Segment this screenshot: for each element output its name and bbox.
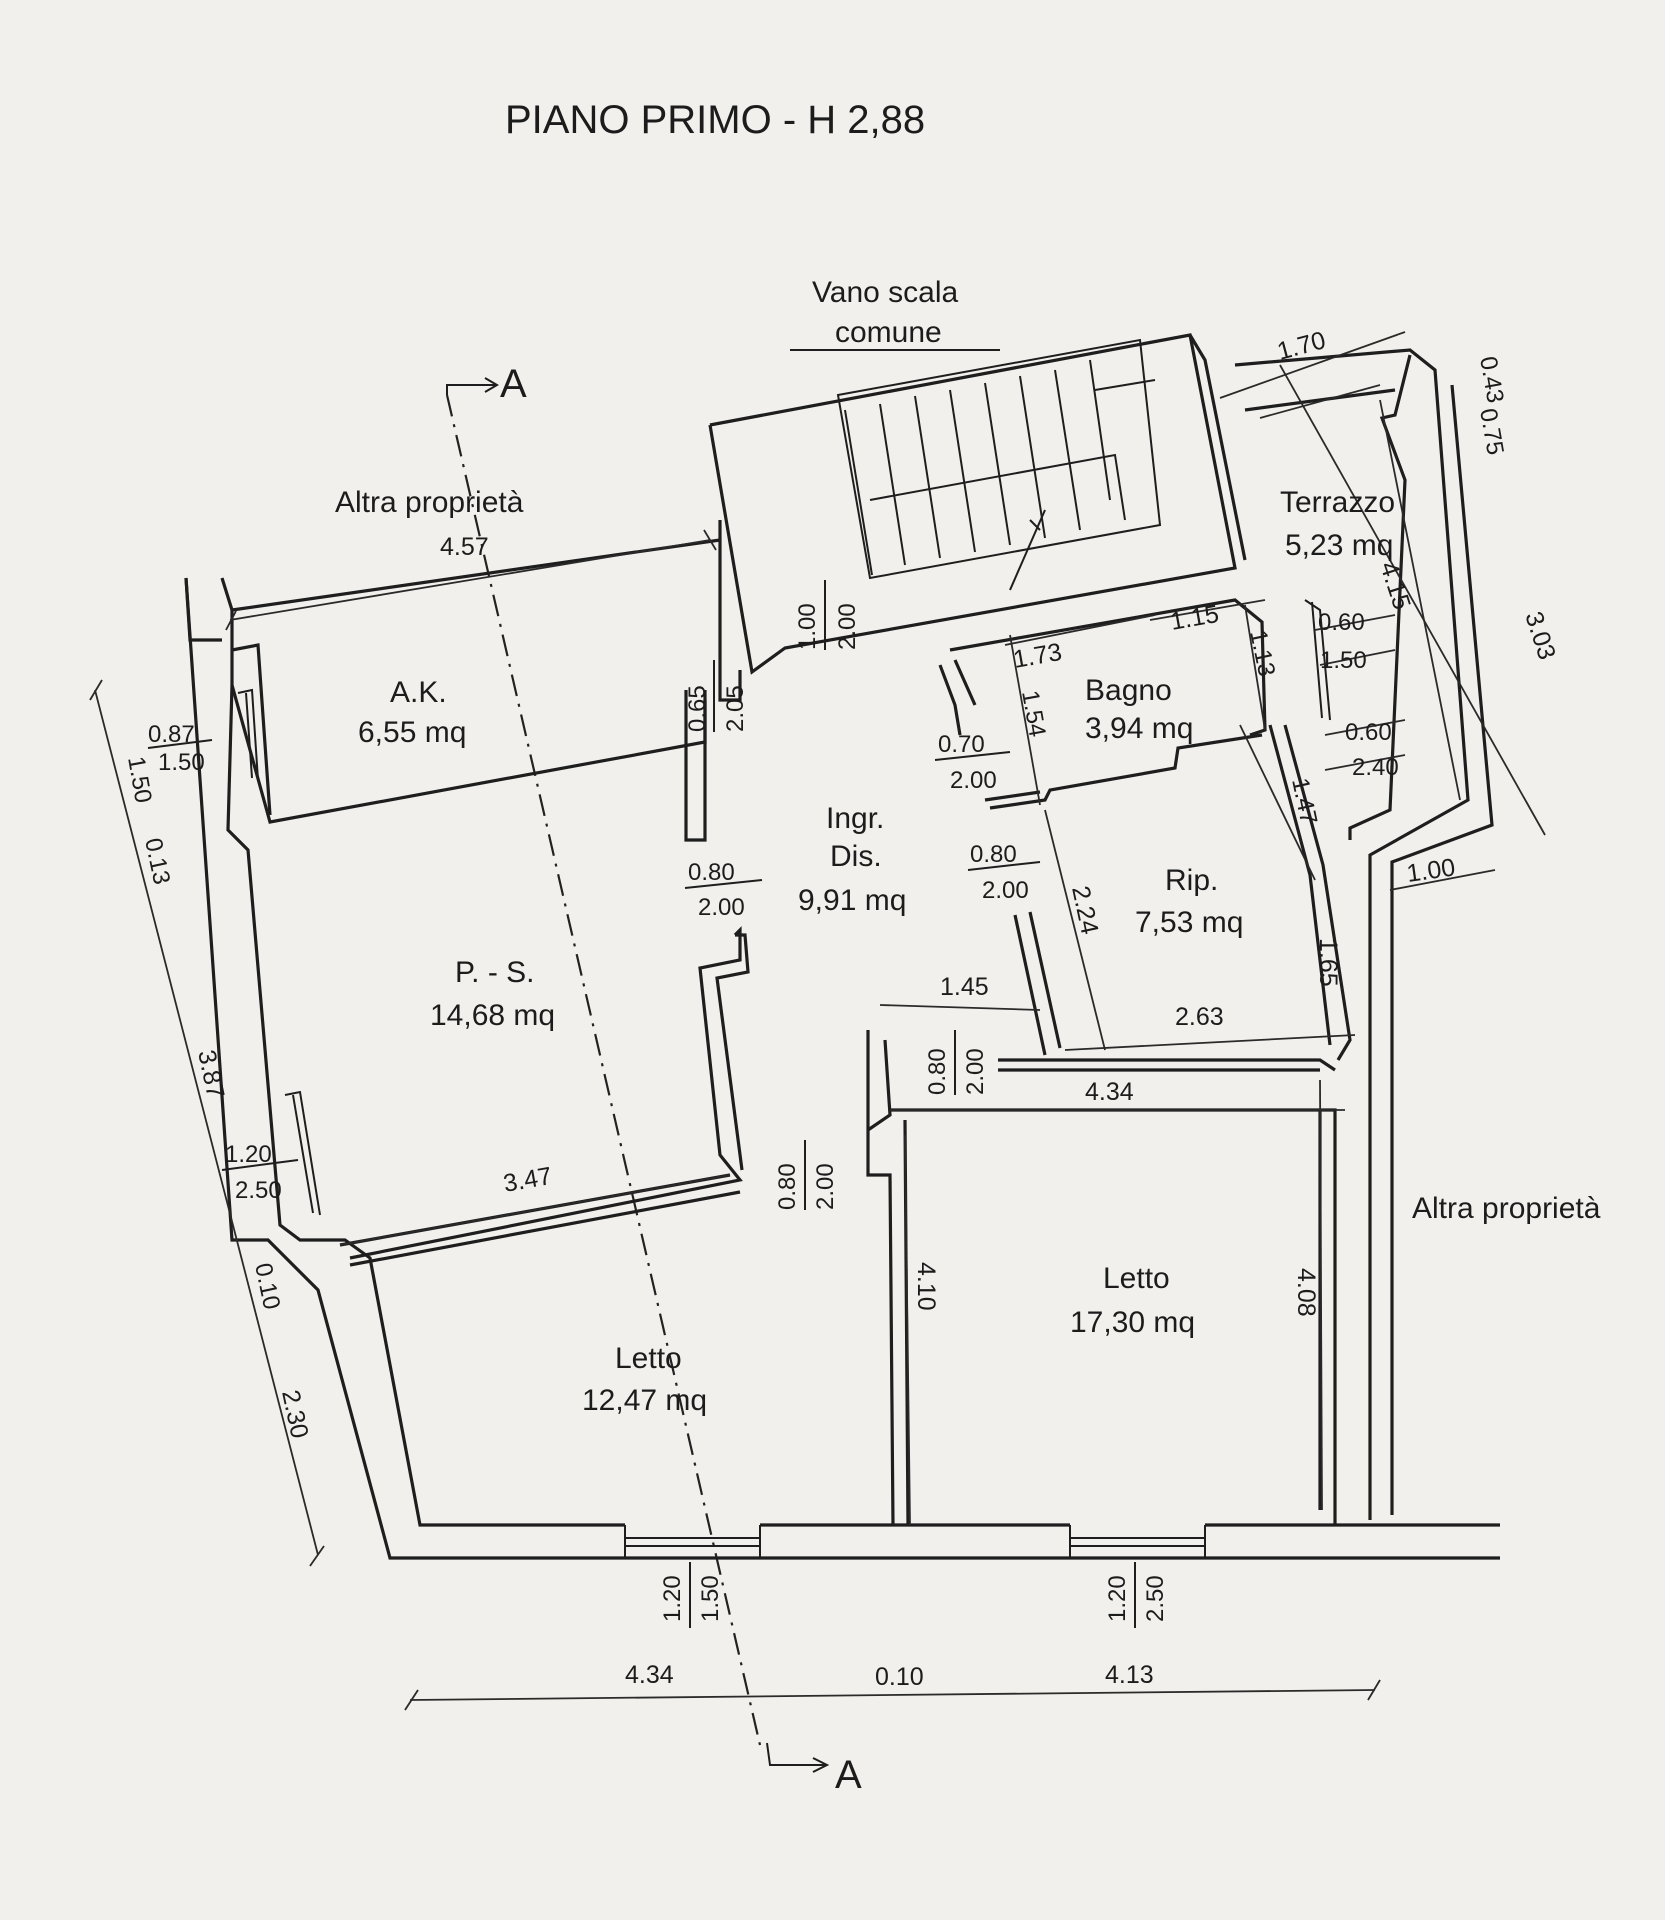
op-psdoor-2: 2.00 (698, 894, 745, 921)
section-marker-bottom: A (835, 1753, 862, 1797)
dim-347: 3.47 (501, 1162, 554, 1198)
room-area: 7,53 mq (1135, 906, 1243, 939)
op-winbl-1: 1.20 (659, 1575, 686, 1622)
dim-173: 1.73 (1011, 638, 1064, 674)
dim-170: 1.70 (1274, 326, 1328, 366)
room-area: 14,68 mq (430, 999, 555, 1032)
dimension-lines (89, 331, 1546, 1711)
room-bagno: Bagno 3,94 mq (1085, 674, 1193, 745)
dim-408: 4.08 (1292, 1268, 1320, 1317)
plan-title: PIANO PRIMO - H 2,88 (505, 98, 925, 142)
op-bagno-2: 2.00 (950, 767, 997, 794)
room-area: 5,23 mq (1285, 529, 1393, 562)
room-name: Rip. (1165, 864, 1218, 897)
room-name: Letto (1103, 1262, 1170, 1295)
label-altra-proprieta-top: Altra proprietà (335, 486, 524, 519)
staircase (790, 338, 1162, 591)
op-lettol-1: 0.80 (774, 1163, 801, 1210)
room-name: Letto (615, 1342, 682, 1375)
room-name: Bagno (1085, 674, 1172, 707)
op-pswin-2: 2.50 (235, 1177, 282, 1204)
dim-434-mid: 4.34 (1085, 1078, 1134, 1106)
section-line-a: A A (445, 362, 862, 1797)
op-ak-2: 2.05 (722, 685, 749, 732)
room-name-2: Dis. (830, 840, 882, 873)
room-terrazzo: Terrazzo 5,23 mq (1280, 486, 1395, 562)
op-stair-1: 1.00 (794, 603, 821, 650)
dim-154: 1.54 (1016, 688, 1051, 739)
dim-100: 1.00 (1405, 853, 1457, 888)
op-rip-1: 0.80 (970, 841, 1017, 868)
op-terr2-2: 2.40 (1352, 754, 1399, 781)
room-area: 12,47 mq (582, 1384, 707, 1417)
op-terr2-1: 0.60 (1345, 719, 1392, 746)
room-area: 6,55 mq (358, 716, 466, 749)
op-bagno-1: 0.70 (938, 731, 985, 758)
label-altra-proprieta-right: Altra proprietà (1412, 1192, 1601, 1225)
dim-010-bottom: 0.10 (875, 1663, 924, 1691)
label-vano-scala-2: comune (835, 316, 942, 349)
dim-230: 2.30 (276, 1387, 314, 1440)
op-lettol-2: 2.00 (812, 1163, 839, 1210)
room-area: 3,94 mq (1085, 712, 1193, 745)
op-terr1-2: 1.50 (1320, 647, 1367, 674)
dim-410: 4.10 (912, 1262, 940, 1311)
label-vano-scala-1: Vano scala (812, 276, 959, 309)
dim-434-bottom: 4.34 (625, 1661, 674, 1689)
room-name-1: Ingr. (826, 802, 884, 835)
room-letto-left: Letto 12,47 mq (582, 1342, 707, 1417)
room-ak: A.K. 6,55 mq (358, 676, 466, 749)
dim-387: 3.87 (192, 1047, 230, 1100)
op-psdoor-1: 0.80 (688, 859, 735, 886)
dim-010-left: 0.10 (249, 1261, 285, 1312)
dim-224: 2.24 (1066, 883, 1104, 937)
room-ripostiglio: Rip. 7,53 mq (1135, 864, 1243, 939)
room-ps: P. - S. 14,68 mq (430, 956, 555, 1032)
dim-145: 1.45 (940, 973, 989, 1001)
op-winbr-1: 1.20 (1104, 1575, 1131, 1622)
dim-113: 1.13 (1244, 628, 1280, 679)
dim-075: 0.75 (1474, 406, 1509, 457)
op-left-small: 1.50 (122, 754, 157, 805)
op-lettor-1: 0.80 (924, 1048, 951, 1095)
dim-147: 1.47 (1286, 776, 1322, 827)
op-terr1-1: 0.60 (1318, 609, 1365, 636)
op-winbr-2: 2.50 (1142, 1575, 1169, 1622)
dim-303: 3.03 (1519, 608, 1561, 663)
dim-165: 1.65 (1314, 938, 1342, 987)
dim-043: 0.43 (1474, 354, 1509, 405)
dim-415: 4.15 (1374, 558, 1416, 613)
room-area: 9,91 mq (798, 884, 906, 917)
room-name: A.K. (390, 676, 447, 709)
openings-marks (237, 599, 1331, 1558)
dim-413: 4.13 (1105, 1661, 1154, 1689)
dim-263: 2.63 (1175, 1003, 1224, 1031)
room-letto-right: Letto 17,30 mq (1070, 1262, 1195, 1339)
dim-115: 1.15 (1168, 600, 1221, 636)
room-name: P. - S. (455, 956, 534, 989)
op-lettor-2: 2.00 (962, 1048, 989, 1095)
op-winbl-2: 1.50 (697, 1575, 724, 1622)
op-ak-1: 0.65 (684, 685, 711, 732)
op-stair-2: 2.00 (834, 603, 861, 650)
op-rip-2: 2.00 (982, 877, 1029, 904)
opening-texts: 1.00 2.00 0.65 2.05 0.87 1.50 1.50 1.20 … (122, 580, 1399, 1628)
section-marker-top: A (500, 362, 527, 406)
room-ingresso: Ingr. Dis. 9,91 mq (798, 802, 906, 917)
room-area: 17,30 mq (1070, 1306, 1195, 1339)
dim-457: 4.57 (440, 533, 489, 561)
walls (184, 333, 1500, 1560)
op-akwin-2: 1.50 (158, 749, 205, 776)
room-name: Terrazzo (1280, 486, 1395, 519)
